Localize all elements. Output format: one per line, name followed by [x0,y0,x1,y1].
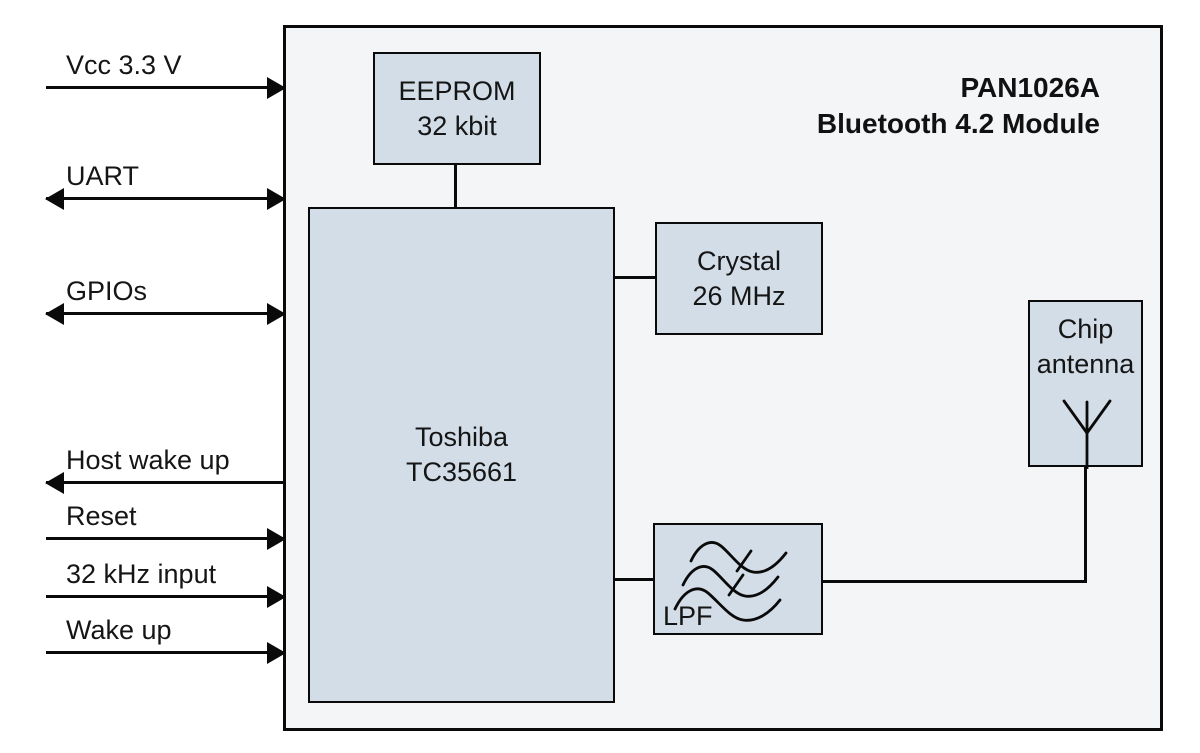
signal-wake-up-arrow [46,641,286,664]
antenna-label-line2: antenna [1036,349,1135,379]
signal-gpios: GPIOs [45,276,286,325]
connector-lpf-antenna [821,580,1087,583]
connector-eeprom-soc [454,163,457,209]
block-toshiba-tc35661: Toshiba TC35661 [308,207,615,703]
connector-soc-crystal [613,276,657,279]
signal-gpios-arrow [45,302,286,325]
module-title-line2: Bluetooth 4.2 Module [816,108,1100,139]
signal-32khz-input-label: 32 kHz input [66,559,217,589]
block-eeprom: EEPROM 32 kbit [373,52,541,165]
signal-vcc-arrow [46,76,286,99]
signal-uart-label: UART [66,161,140,191]
lowpass-filter-waves-icon [673,541,788,622]
signal-wake-up: Wake up [46,615,286,664]
eeprom-label-line2: 32 kbit [417,110,497,141]
signal-host-wake-up-arrow [45,471,285,494]
signal-uart-arrow [45,187,286,210]
signal-vcc: Vcc 3.3 V [46,50,286,99]
signal-32khz-input: 32 kHz input [46,559,286,608]
arrowhead-right-icon [267,302,286,325]
signal-32khz-input-arrow [46,585,286,608]
arrowhead-left-icon [45,187,64,210]
crystal-label-line2: 26 MHz [692,280,786,311]
arrowhead-left-icon [45,302,64,325]
block-chip-antenna: Chip antenna [1028,300,1143,469]
signal-host-wake-up: Host wake up [45,445,285,494]
arrowhead-right-icon [267,527,286,550]
arrowhead-left-icon [45,471,64,494]
block-crystal: Crystal 26 MHz [655,222,823,335]
arrowhead-right-icon [267,585,286,608]
signal-reset: Reset [46,501,286,550]
signal-reset-arrow [46,527,286,550]
signal-uart: UART [45,161,286,210]
signal-vcc-label: Vcc 3.3 V [66,50,182,80]
block-lpf: LPF [653,523,823,635]
module-title-line1: PAN1026A [960,72,1100,103]
antenna-label-line1: Chip [1057,314,1114,344]
soc-label-line2: TC35661 [405,457,518,487]
connector-soc-lpf [613,578,655,581]
lpf-label: LPF [663,601,713,631]
signal-reset-label: Reset [66,501,137,531]
module-title: PAN1026A Bluetooth 4.2 Module [817,70,1100,142]
connector-antenna-drop [1084,465,1087,583]
signal-gpios-label: GPIOs [66,276,148,306]
crystal-label-line1: Crystal [696,245,781,276]
antenna-icon [1062,399,1112,469]
arrowhead-right-icon [267,641,286,664]
eeprom-label-line1: EEPROM [398,75,516,106]
arrowhead-right-icon [267,187,286,210]
signal-wake-up-label: Wake up [66,615,172,645]
arrowhead-right-icon [267,76,286,99]
signal-host-wake-up-label: Host wake up [66,445,230,475]
soc-label-line1: Toshiba [414,422,509,452]
